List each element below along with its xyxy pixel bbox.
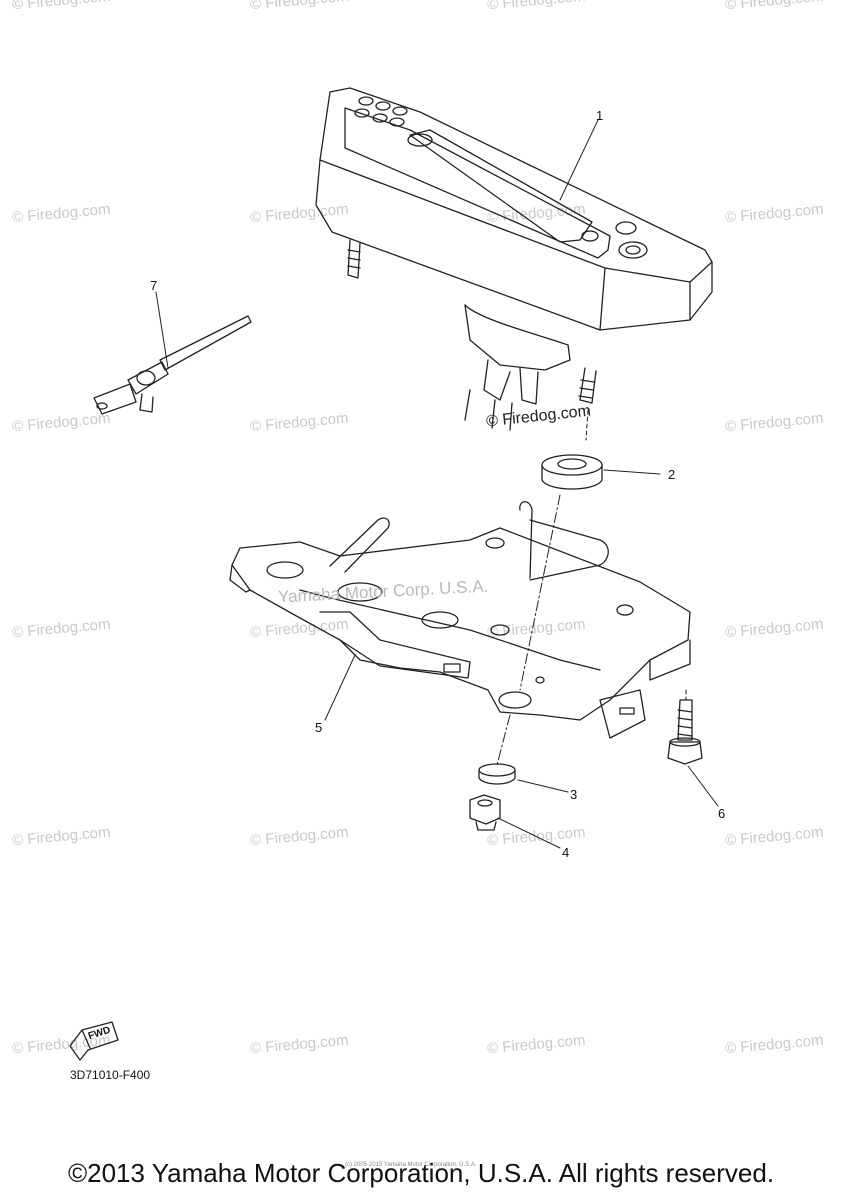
callout-1: 1 bbox=[596, 108, 604, 123]
grommet bbox=[541, 454, 603, 490]
bolt bbox=[667, 699, 703, 765]
callout-7: 7 bbox=[150, 278, 158, 293]
copyright-notice: ©2013 Yamaha Motor Corporation, U.S.A. A… bbox=[67, 1158, 775, 1188]
fwd-arrow-icon bbox=[69, 1021, 119, 1061]
callout-2: 2 bbox=[668, 467, 676, 482]
faint-credit: (c) 2005-2015 Yamaha Motor Corporation, … bbox=[345, 1162, 477, 1168]
cable-tie bbox=[93, 315, 252, 415]
callout-5: 5 bbox=[315, 720, 323, 735]
leader-lines bbox=[155, 119, 719, 849]
callout-4: 4 bbox=[562, 845, 570, 860]
meter-bracket bbox=[229, 501, 691, 739]
callout-6: 6 bbox=[718, 806, 726, 821]
spacer bbox=[478, 763, 516, 785]
diagram-code: 3D71010-F400 bbox=[70, 1068, 151, 1082]
meter-assembly bbox=[315, 87, 713, 431]
nut bbox=[469, 794, 501, 831]
callout-3: 3 bbox=[570, 787, 578, 802]
